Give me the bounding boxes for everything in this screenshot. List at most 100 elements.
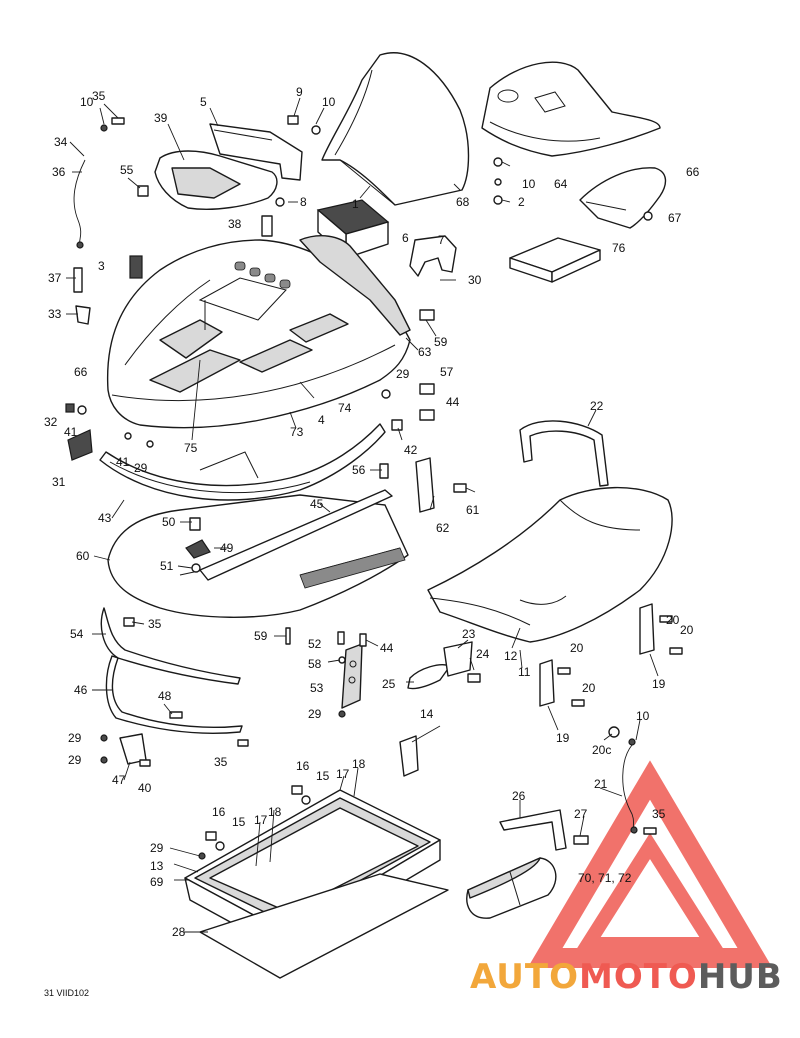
callout-label: 29: [150, 841, 164, 855]
callout-label: 58: [308, 657, 322, 671]
callout-label: 18: [352, 757, 366, 771]
callout-label: 5: [200, 95, 207, 109]
callout-label: 36: [52, 165, 66, 179]
callout-label: 68: [456, 195, 470, 209]
callout-label: 37: [48, 271, 62, 285]
callout-label: 6: [402, 231, 409, 245]
side-rail: [199, 489, 393, 581]
callout-label: 66: [686, 165, 700, 179]
callout-label: 30: [468, 273, 482, 287]
callout-label: 47: [112, 773, 126, 787]
watermark-auto: AUTO: [470, 957, 579, 997]
callout-label: 52: [308, 637, 322, 651]
callout-label: 54: [70, 627, 84, 641]
clip-62: [415, 457, 435, 513]
lower-strap: [105, 655, 243, 734]
callout-label: 59: [434, 335, 448, 349]
callout-label: 35: [214, 755, 228, 769]
callout-label: 16: [212, 805, 226, 819]
callout-label: 29: [396, 367, 410, 381]
bracket-53: [341, 643, 363, 709]
tool-bag: [466, 857, 557, 919]
callout-label: 50: [162, 515, 176, 529]
callout-label: 35: [148, 617, 162, 631]
callout-label: 27: [574, 807, 588, 821]
callout-label: 29: [134, 461, 148, 475]
callout-label: 76: [612, 241, 626, 255]
callout-label: 20: [570, 641, 584, 655]
callout-label: 66: [74, 365, 88, 379]
callout-label: 70, 71, 72: [578, 871, 632, 885]
grab-handle: [519, 420, 609, 487]
callout-label: 39: [154, 111, 168, 125]
callout-label: 64: [554, 177, 568, 191]
callout-label: 40: [138, 781, 152, 795]
callout-label: 43: [98, 511, 112, 525]
hinge-plate: [407, 641, 473, 690]
callout-label: 12: [504, 649, 518, 663]
fasteners: [65, 115, 683, 860]
callout-label: 53: [310, 681, 324, 695]
callout-label: 67: [668, 211, 682, 225]
vent-cover: [209, 123, 303, 181]
callout-label: 20c: [592, 743, 611, 757]
callout-label: 28: [172, 925, 186, 939]
callout-label: 15: [316, 769, 330, 783]
callout-label: 17: [254, 813, 268, 827]
callout-label: 51: [160, 559, 174, 573]
callout-label: 9: [296, 85, 303, 99]
callout-label: 32: [44, 415, 58, 429]
callout-label: 17: [336, 767, 350, 781]
tether-cable-right: [622, 744, 638, 834]
callout-label: 33: [48, 307, 62, 321]
callout-label: 57: [440, 365, 454, 379]
latch: [399, 735, 419, 777]
callout-label: 29: [68, 753, 82, 767]
drawing-code: 31 VIID102: [44, 988, 89, 998]
callout-label: 10: [522, 177, 536, 191]
callout-label: 62: [436, 521, 450, 535]
callout-label: 56: [352, 463, 366, 477]
callout-label: 10: [80, 95, 94, 109]
windshield-bracket: [409, 235, 457, 277]
callout-label: 35: [92, 89, 106, 103]
callout-label: 20: [666, 613, 680, 627]
watermark-logo: [527, 760, 773, 968]
callout-label: 22: [590, 399, 604, 413]
side-trim: [299, 235, 411, 336]
svg-text:AUTOMOTOHUB: AUTOMOTOHUB: [470, 957, 783, 997]
foam-block: [509, 237, 601, 283]
callout-label: 29: [68, 731, 82, 745]
callout-label: 8: [300, 195, 307, 209]
callout-label: 35: [652, 807, 666, 821]
callout-label: 31: [52, 475, 66, 489]
callout-label: 21: [594, 777, 608, 791]
callout-label: 24: [476, 647, 490, 661]
callout-label: 38: [228, 217, 242, 231]
callout-label: 34: [54, 135, 68, 149]
callout-label: 42: [404, 443, 418, 457]
callout-label: 44: [446, 395, 460, 409]
callout-label: 41: [64, 425, 78, 439]
callout-label: 10: [636, 709, 650, 723]
tray-liner: [199, 873, 449, 979]
callout-label: 60: [76, 549, 90, 563]
callout-label: 16: [296, 759, 310, 773]
callout-label: 73: [290, 425, 304, 439]
callout-label: 48: [158, 689, 172, 703]
callout-label: 75: [184, 441, 198, 455]
callout-label: 55: [120, 163, 134, 177]
callout-label: 20: [680, 623, 694, 637]
watermark-moto: MOTO: [579, 957, 698, 997]
callout-label: 3: [98, 259, 105, 273]
hood: [106, 239, 411, 429]
callout-label: 46: [74, 683, 88, 697]
callout-label: 20: [582, 681, 596, 695]
callout-label: 10: [322, 95, 336, 109]
callout-label: 45: [310, 497, 324, 511]
watermark-hub: HUB: [698, 957, 783, 997]
watermark-wordmark: AUTOMOTOHUB: [470, 957, 783, 997]
seat: [427, 486, 673, 643]
callout-label: 41: [116, 455, 130, 469]
callout-label: 11: [518, 665, 531, 679]
